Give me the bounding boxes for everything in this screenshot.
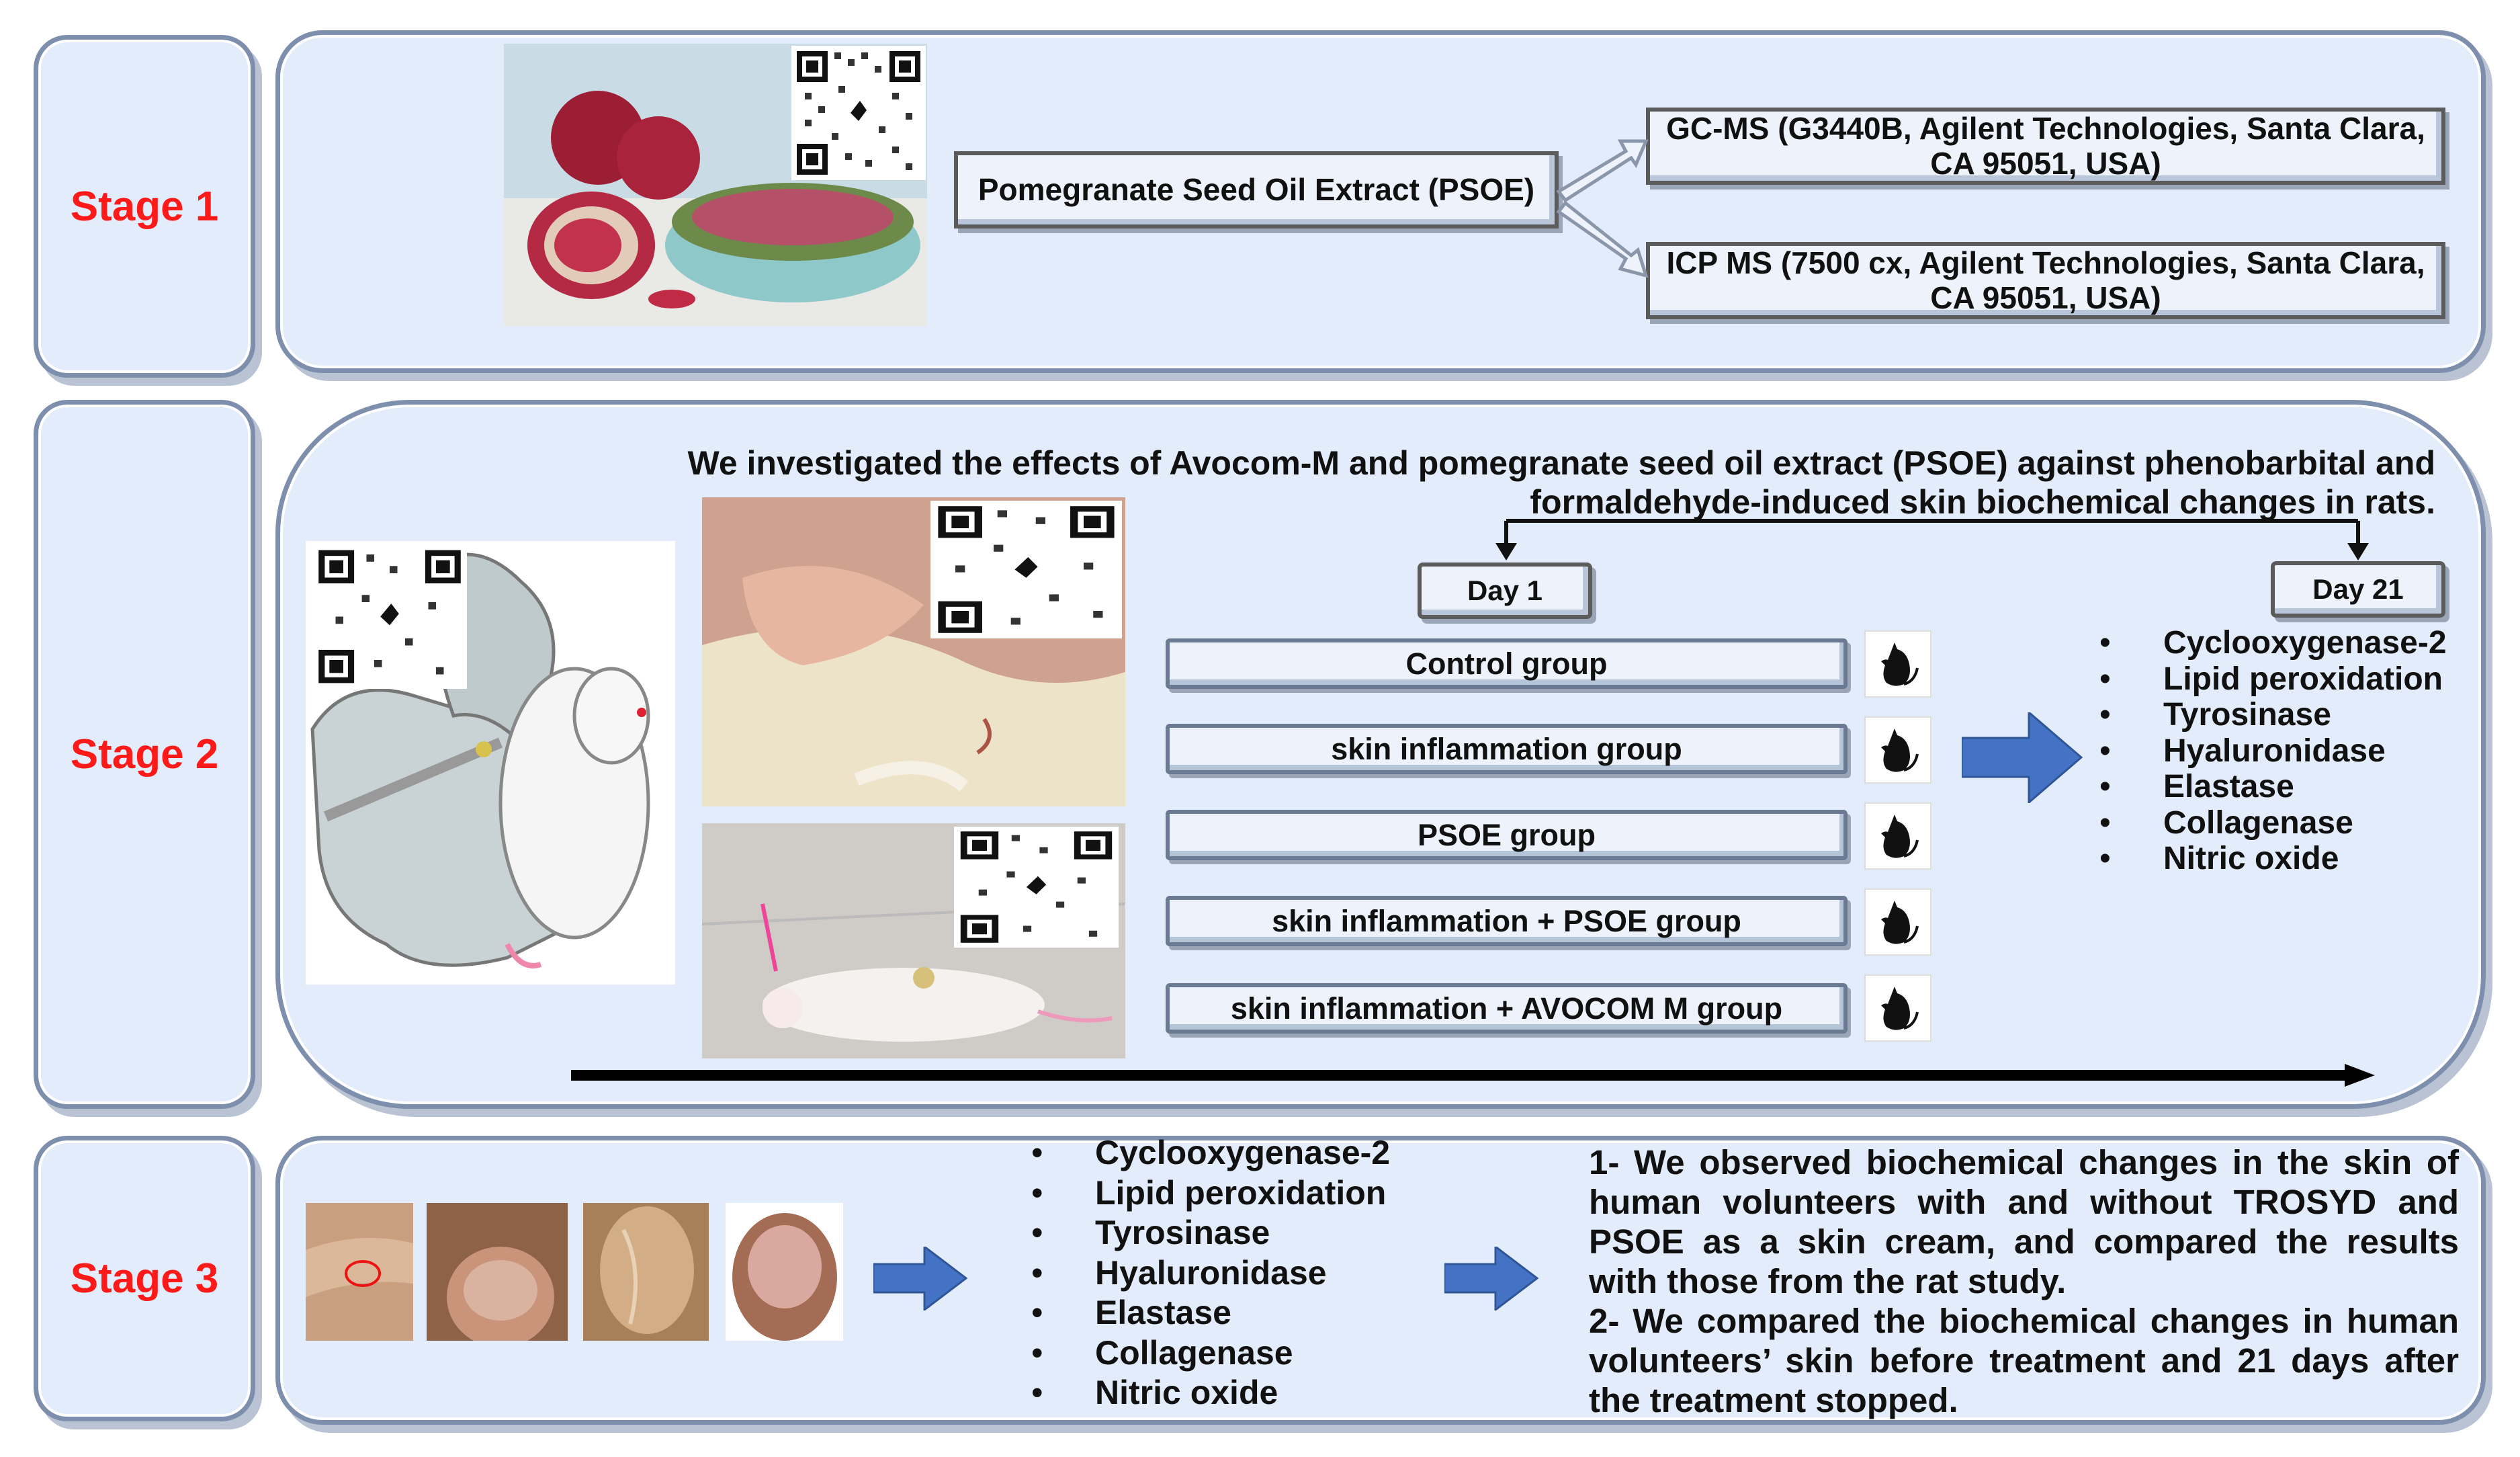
marker-item: Hyaluronidase [1031, 1253, 1390, 1294]
qr-code-photo-bottom [954, 827, 1119, 948]
marker-item: Nitric oxide [2099, 841, 2447, 877]
group-inflammation-psoe: skin inflammation + PSOE group [1166, 896, 1848, 946]
qr-code-stage1 [791, 46, 926, 180]
day21-box: Day 21 [2271, 561, 2445, 618]
stage3-label: Stage 3 [70, 1255, 219, 1302]
day1-box: Day 1 [1418, 563, 1592, 619]
rat-skin-photo [702, 497, 1125, 806]
marker-item: Lipid peroxidation [2099, 661, 2447, 698]
stage3-findings: 1- We observed biochemical changes in th… [1589, 1142, 2459, 1420]
marker-item: Tyrosinase [1031, 1213, 1390, 1253]
rat-icon [1864, 630, 1931, 698]
stage1-label: Stage 1 [70, 183, 219, 230]
rat-icon [1864, 888, 1931, 956]
stage2-label-panel [34, 400, 255, 1109]
marker-item: Elastase [2099, 769, 2447, 805]
icpms-box: ICP MS (7500 cx, Agilent Technologies, S… [1646, 242, 2445, 319]
stage2-marker-list: Cyclooxygenase-2 Lipid peroxidation Tyro… [2099, 625, 2447, 877]
marker-item: Nitric oxide [1031, 1373, 1390, 1413]
gcms-box: GC-MS (G3440B, Agilent Technologies, San… [1646, 108, 2445, 185]
marker-item: Tyrosinase [2099, 697, 2447, 733]
right-arrow-icon [1962, 712, 2083, 803]
marker-item: Collagenase [2099, 805, 2447, 841]
group-skin-inflammation: skin inflammation group [1166, 724, 1848, 774]
rat-icon [1864, 802, 1931, 870]
stage3-marker-list: Cyclooxygenase-2 Lipid peroxidation Tyro… [1031, 1133, 1390, 1413]
group-psoe: PSOE group [1166, 810, 1848, 860]
marker-item: Collagenase [1031, 1333, 1390, 1374]
hand-photo-2 [427, 1203, 568, 1341]
qr-code-photo-top [930, 501, 1122, 638]
hand-photo-1 [306, 1203, 413, 1341]
qr-code-rat-illustration [312, 544, 467, 689]
marker-item: Cyclooxygenase-2 [2099, 625, 2447, 661]
hand-photo-3 [583, 1203, 709, 1341]
timeline-arrow [571, 1064, 2375, 1087]
group-inflammation-avocom: skin inflammation + AVOCOM M group [1166, 983, 1848, 1034]
psoe-box: Pomegranate Seed Oil Extract (PSOE) [954, 151, 1559, 228]
right-arrow-icon [1444, 1247, 1538, 1310]
stage1-label-panel [34, 35, 255, 378]
marker-item: Cyclooxygenase-2 [1031, 1133, 1390, 1173]
stage2-description: We investigated the effects of Avocom-M … [687, 444, 2435, 521]
right-arrow-icon [873, 1247, 967, 1310]
stage2-label: Stage 2 [70, 731, 219, 778]
stage3-label-panel [34, 1136, 255, 1421]
marker-item: Hyaluronidase [2099, 733, 2447, 769]
group-control: Control group [1166, 638, 1848, 689]
marker-item: Lipid peroxidation [1031, 1173, 1390, 1214]
hand-photo-4 [726, 1203, 843, 1341]
pomegranate-photo [504, 44, 927, 326]
finding-1: 1- We observed biochemical changes in th… [1589, 1143, 2459, 1300]
day-bracket [1495, 519, 2369, 560]
marker-item: Elastase [1031, 1293, 1390, 1333]
branch-arrows [1556, 139, 1649, 278]
rat-icon [1864, 974, 1931, 1042]
rat-icon [1864, 716, 1931, 784]
finding-2: 2- We compared the biochemical changes i… [1589, 1302, 2459, 1419]
